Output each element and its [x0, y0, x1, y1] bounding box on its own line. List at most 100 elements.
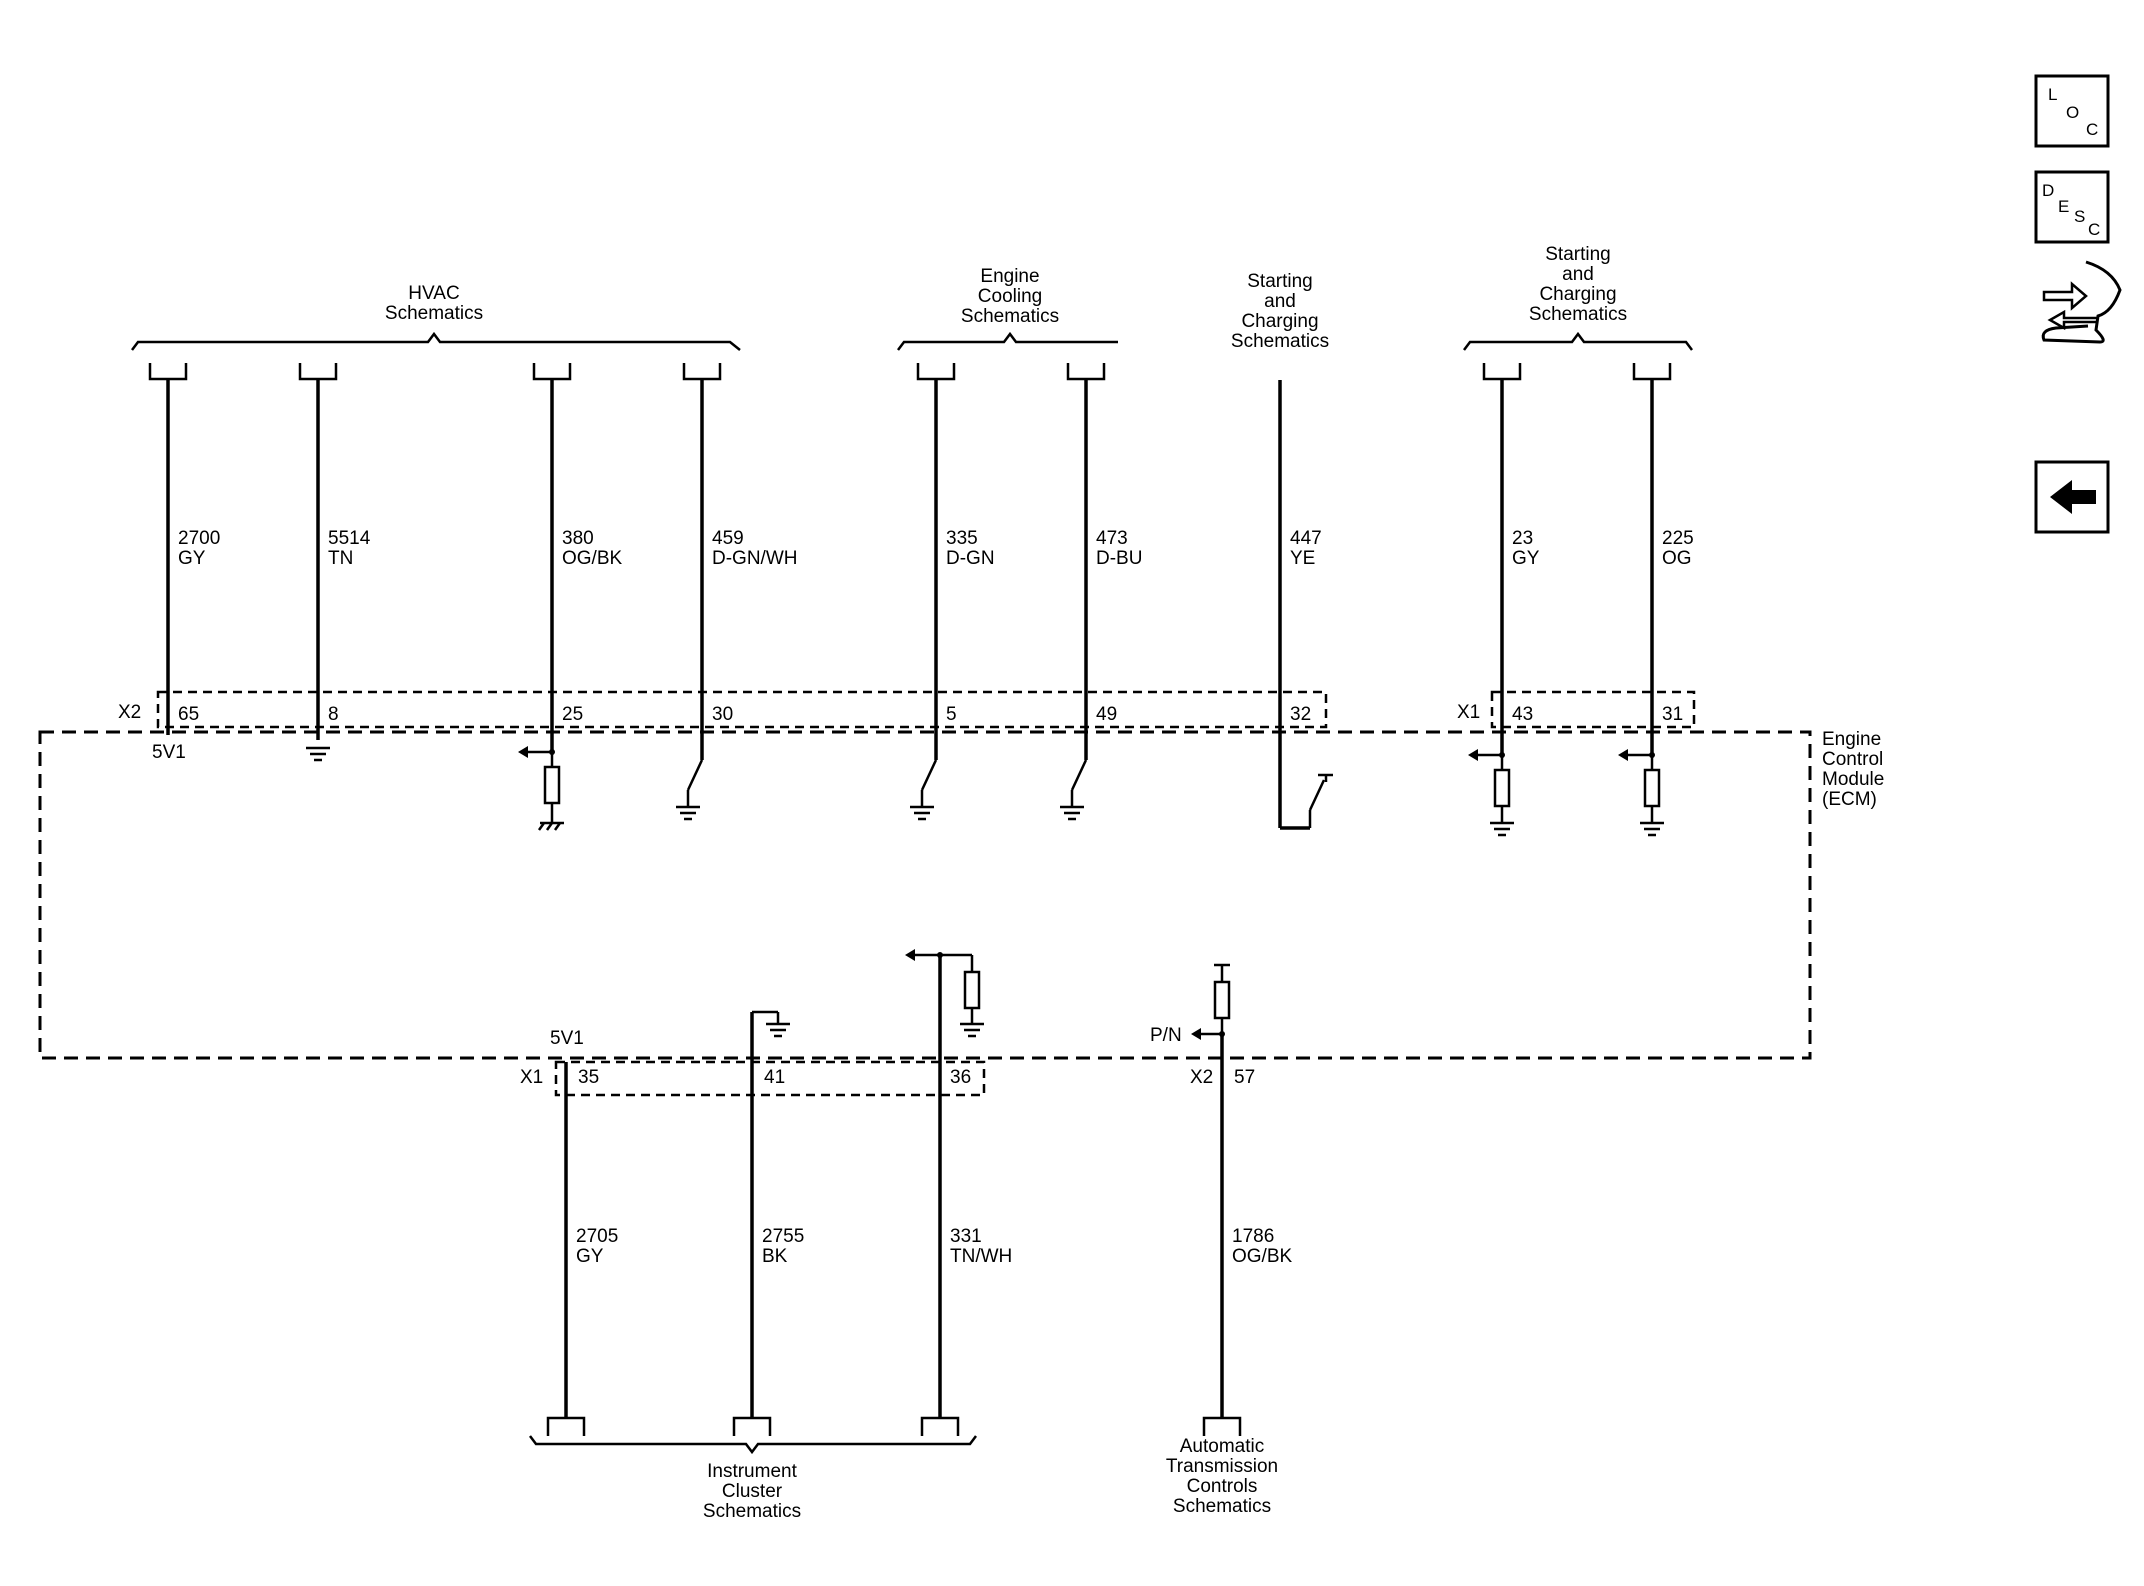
svg-text:23: 23	[1512, 528, 1533, 549]
svg-text:8: 8	[328, 704, 339, 725]
svg-text:E: E	[2058, 197, 2069, 216]
back-button[interactable]	[2034, 460, 2110, 534]
svg-text:Controls: Controls	[1187, 1476, 1258, 1497]
ground-symbol	[1640, 821, 1664, 837]
svg-text:and: and	[1264, 291, 1296, 312]
ground-symbol	[910, 805, 934, 821]
circuit-label-225: 225 OG	[1662, 528, 1694, 569]
svg-text:Schematics: Schematics	[1529, 304, 1627, 325]
svg-text:OG/BK: OG/BK	[562, 548, 623, 569]
svg-text:25: 25	[562, 704, 583, 725]
svg-text:C: C	[2086, 120, 2098, 139]
svg-text:31: 31	[1662, 704, 1683, 725]
ground-symbol	[306, 746, 330, 762]
ground-symbol	[960, 1022, 984, 1038]
svg-text:Instrument: Instrument	[707, 1461, 797, 1482]
connector-x1-bottom-box[interactable]	[554, 1060, 986, 1097]
bottom-pin-numbers: 35 41 36 57	[578, 1067, 1255, 1088]
svg-text:HVAC: HVAC	[408, 283, 459, 304]
svg-text:57: 57	[1234, 1067, 1255, 1088]
svg-text:GY: GY	[1512, 548, 1540, 569]
starting-charging-schematics-label-right[interactable]: Starting and Charging Schematics	[1529, 244, 1627, 325]
connector-x2-bottom-label: X2	[1190, 1067, 1213, 1088]
svg-text:Cooling: Cooling	[978, 286, 1042, 307]
description-button[interactable]: D E S C	[2034, 170, 2110, 244]
svg-text:Schematics: Schematics	[1173, 1496, 1271, 1517]
svg-text:Starting: Starting	[1247, 271, 1312, 292]
starting-charging-schematics-label-mid[interactable]: Starting and Charging Schematics	[1231, 271, 1329, 352]
svg-text:Automatic: Automatic	[1180, 1436, 1264, 1457]
resistor-symbol	[1213, 963, 1231, 1034]
circuit-label-2705: 2705 GY	[576, 1226, 618, 1267]
location-button[interactable]: L O C	[2034, 74, 2110, 148]
top-braces	[131, 331, 1693, 351]
connector-x2-top-box[interactable]	[156, 690, 1328, 729]
svg-text:BK: BK	[762, 1246, 788, 1267]
svg-text:YE: YE	[1290, 548, 1315, 569]
svg-text:2700: 2700	[178, 528, 220, 549]
ground-symbol	[1490, 821, 1514, 837]
svg-text:5: 5	[946, 704, 957, 725]
svg-text:Charging: Charging	[1241, 311, 1318, 332]
hvac-schematics-label[interactable]: HVAC Schematics	[385, 283, 483, 324]
ecm-boundary	[38, 730, 1812, 1060]
ground-symbol	[1060, 805, 1084, 821]
svg-text:36: 36	[950, 1067, 971, 1088]
svg-text:Schematics: Schematics	[703, 1501, 801, 1522]
svg-text:TN: TN	[328, 548, 353, 569]
svg-text:459: 459	[712, 528, 744, 549]
reference-5v1-top-label: 5V1	[152, 742, 186, 763]
svg-text:TN/WH: TN/WH	[950, 1246, 1012, 1267]
svg-text:GY: GY	[576, 1246, 604, 1267]
circuit-label-459: 459 D-GN/WH	[712, 528, 797, 569]
circuit-label-2755: 2755 BK	[762, 1226, 804, 1267]
svg-text:and: and	[1562, 264, 1594, 285]
bottom-wires	[564, 955, 1224, 1418]
svg-text:447: 447	[1290, 528, 1322, 549]
svg-text:S: S	[2074, 207, 2085, 226]
circuit-label-335: 335 D-GN	[946, 528, 995, 569]
svg-text:Control: Control	[1822, 749, 1883, 770]
circuit-label-23: 23 GY	[1512, 528, 1540, 569]
svg-text:1786: 1786	[1232, 1226, 1274, 1247]
ecm-label[interactable]: Engine Control Module (ECM)	[1822, 729, 1884, 810]
svg-text:35: 35	[578, 1067, 599, 1088]
automatic-transmission-schematics-label[interactable]: Automatic Transmission Controls Schemati…	[1166, 1436, 1278, 1517]
svg-text:Engine: Engine	[980, 266, 1039, 287]
resistor-symbol	[1643, 755, 1661, 823]
svg-text:2705: 2705	[576, 1226, 618, 1247]
circuit-label-1786: 1786 OG/BK	[1232, 1226, 1293, 1267]
connector-x1-top-label: X1	[1457, 702, 1480, 723]
svg-text:D-GN/WH: D-GN/WH	[712, 548, 797, 569]
top-wires	[166, 379, 1654, 828]
svg-text:OG/BK: OG/BK	[1232, 1246, 1293, 1267]
svg-text:5514: 5514	[328, 528, 371, 549]
svg-text:Module: Module	[1822, 769, 1884, 790]
instrument-cluster-schematics-label[interactable]: Instrument Cluster Schematics	[703, 1461, 801, 1522]
circuit-label-331: 331 TN/WH	[950, 1226, 1012, 1267]
resistor-symbol	[543, 752, 561, 823]
connector-end-view-icon[interactable]	[2041, 260, 2122, 344]
svg-text:Cluster: Cluster	[722, 1481, 783, 1502]
park-neutral-label: P/N	[1150, 1025, 1182, 1046]
circuit-label-447: 447 YE	[1290, 528, 1322, 569]
svg-text:331: 331	[950, 1226, 982, 1247]
svg-text:O: O	[2066, 103, 2079, 122]
svg-text:Schematics: Schematics	[385, 303, 483, 324]
engine-cooling-schematics-label[interactable]: Engine Cooling Schematics	[961, 266, 1059, 327]
svg-text:32: 32	[1290, 704, 1311, 725]
connector-x1-bottom-label: X1	[520, 1067, 543, 1088]
svg-text:D-BU: D-BU	[1096, 548, 1142, 569]
svg-text:Starting: Starting	[1545, 244, 1610, 265]
resistor-symbol	[1493, 755, 1511, 823]
top-pin-numbers: 65 8 25 30 5 49 32 43 31	[178, 704, 1683, 725]
svg-text:(ECM): (ECM)	[1822, 789, 1877, 810]
switch-icon	[1280, 773, 1333, 830]
chassis-ground-icon	[537, 821, 564, 831]
svg-text:D-GN: D-GN	[946, 548, 995, 569]
svg-text:30: 30	[712, 704, 733, 725]
signal-arrow-icon	[905, 949, 972, 961]
connector-x1-top-box[interactable]	[1490, 690, 1696, 729]
svg-text:Schematics: Schematics	[961, 306, 1059, 327]
circuit-label-5514: 5514 TN	[328, 528, 371, 569]
